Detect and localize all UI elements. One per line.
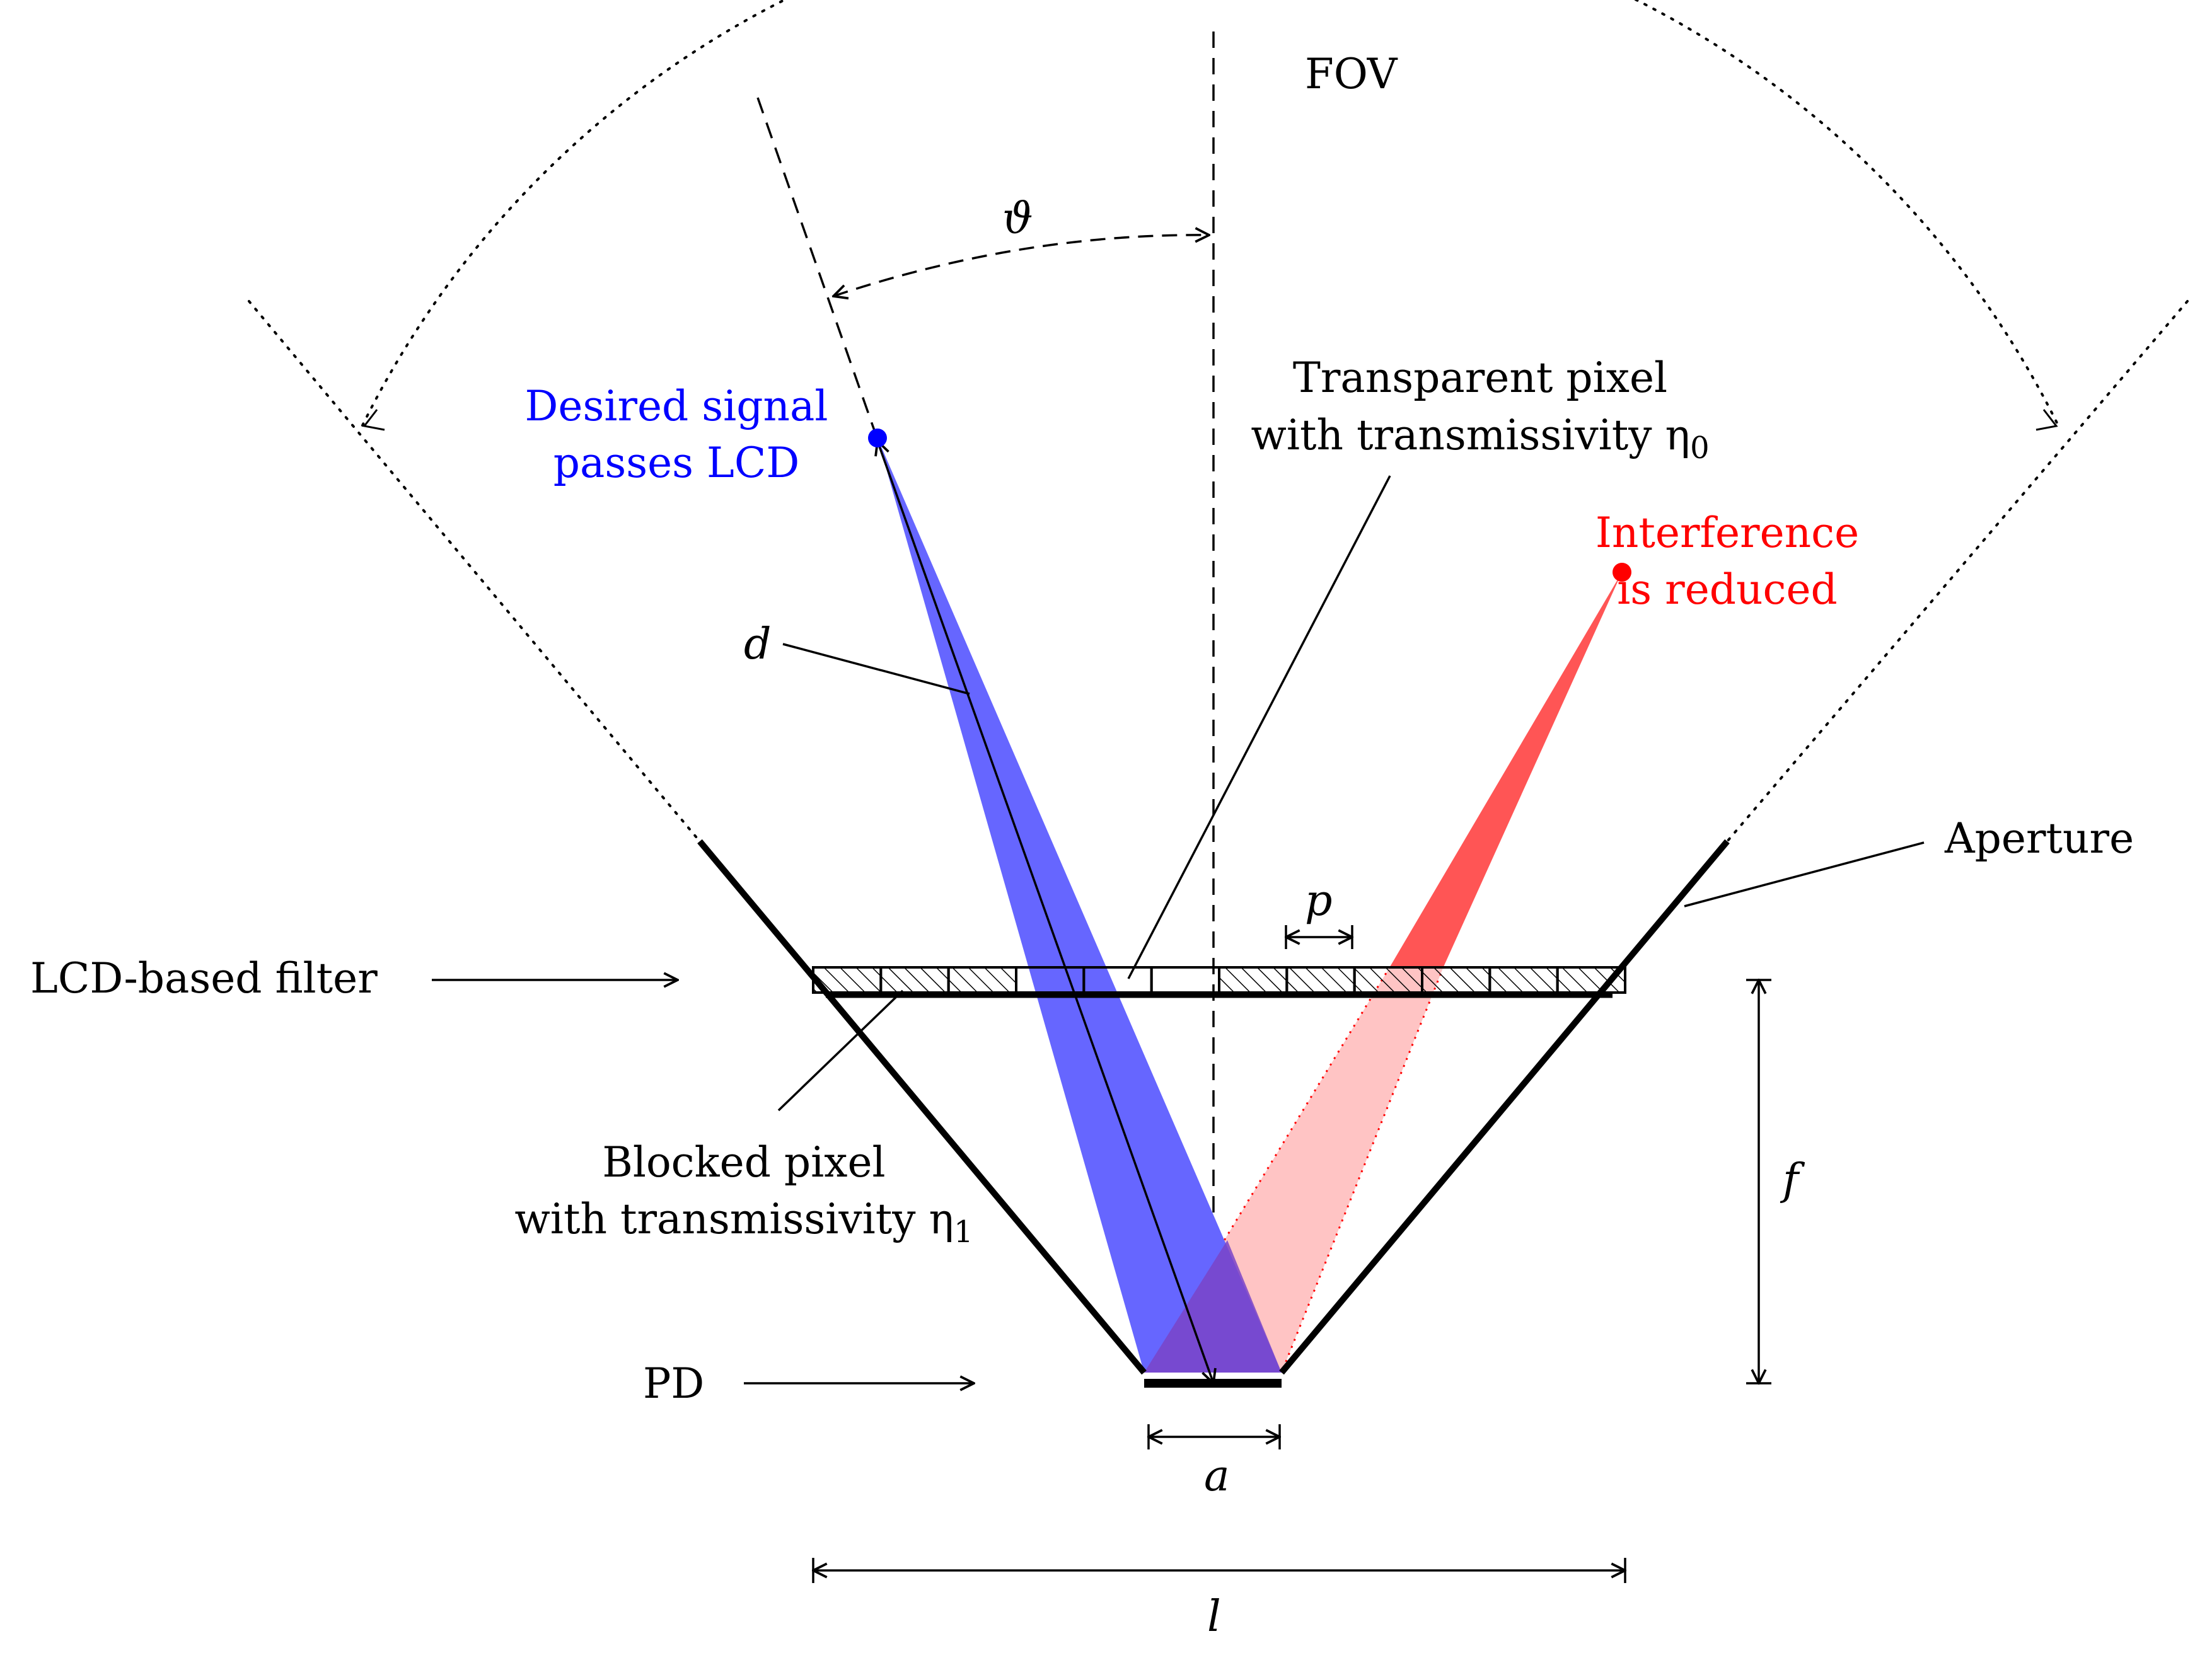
eta0-subscript: 0 xyxy=(1690,430,1710,466)
aperture-label: Aperture xyxy=(1944,814,2134,863)
lcd-filter-label: LCD-based filter xyxy=(30,954,378,1003)
transparent-pixel-label-text: with transmissivity η xyxy=(1251,411,1690,459)
transparent-pixel-leader xyxy=(1127,475,1391,979)
transparent-pixel-label-line1: Transparent pixel xyxy=(1293,354,1667,402)
interference-beam-edge-right xyxy=(1280,966,1445,1373)
fov-arc xyxy=(361,0,2059,427)
fov-right-boundary xyxy=(1726,300,2189,843)
interference-point xyxy=(1613,563,1631,582)
l-label: l xyxy=(1207,1592,1221,1642)
lcd-blocked-pixel xyxy=(1218,966,1288,994)
lcd-blocked-pixel xyxy=(1488,966,1559,994)
lcd-transparent-pixel xyxy=(1150,966,1220,994)
d-label-leader xyxy=(782,643,970,695)
lcd-blocked-pixel xyxy=(812,966,883,994)
theta-label: ϑ xyxy=(1002,194,1033,244)
fov-label: FOV xyxy=(1305,50,1398,98)
transparent-pixel-label-line2: with transmissivity η0 xyxy=(1251,411,1709,466)
fov-arc-arrow-right xyxy=(2035,409,2058,431)
fov-arc-arrow-left xyxy=(362,409,385,431)
aperture-wall-left xyxy=(697,839,1147,1375)
blocked-pixel-label-line2: with transmissivity η1 xyxy=(514,1195,973,1250)
lcd-blocked-pixel xyxy=(947,966,1017,994)
a-label: a xyxy=(1204,1451,1230,1501)
desired-signal-point xyxy=(868,429,887,447)
interference-label-line1: Interference xyxy=(1595,509,1859,557)
interference-label-line2: is reduced xyxy=(1617,565,1838,614)
aperture-leader xyxy=(1684,841,1925,907)
eta1-subscript: 1 xyxy=(954,1214,973,1250)
interference-beam-upper xyxy=(1390,572,1622,967)
desired-signal-label-line1: Desired signal xyxy=(525,382,828,430)
p-label: p xyxy=(1305,876,1333,926)
lcd-blocked-pixel xyxy=(1421,966,1491,994)
lcd-filter xyxy=(812,966,1627,998)
lcd-blocked-pixel xyxy=(1556,966,1627,994)
lcd-blocked-pixel xyxy=(1353,966,1424,994)
f-label: f xyxy=(1780,1155,1805,1205)
desired-signal-label-line2: passes LCD xyxy=(553,439,800,487)
pd-label: PD xyxy=(643,1359,704,1408)
lcd-blocked-pixel xyxy=(879,966,950,994)
blocked-pixel-leader xyxy=(777,989,904,1112)
lcd-blocked-pixel xyxy=(1285,966,1356,994)
theta-angle-arc xyxy=(833,235,1209,296)
blocked-pixel-label-line1: Blocked pixel xyxy=(602,1138,885,1187)
blocked-pixel-label-text: with transmissivity η xyxy=(514,1195,954,1243)
fov-left-boundary xyxy=(248,300,701,843)
distance-d-line xyxy=(877,441,1213,1383)
d-label: d xyxy=(744,619,772,669)
signal-direction-line xyxy=(756,97,879,442)
aperture-wall-right xyxy=(1279,839,1730,1375)
